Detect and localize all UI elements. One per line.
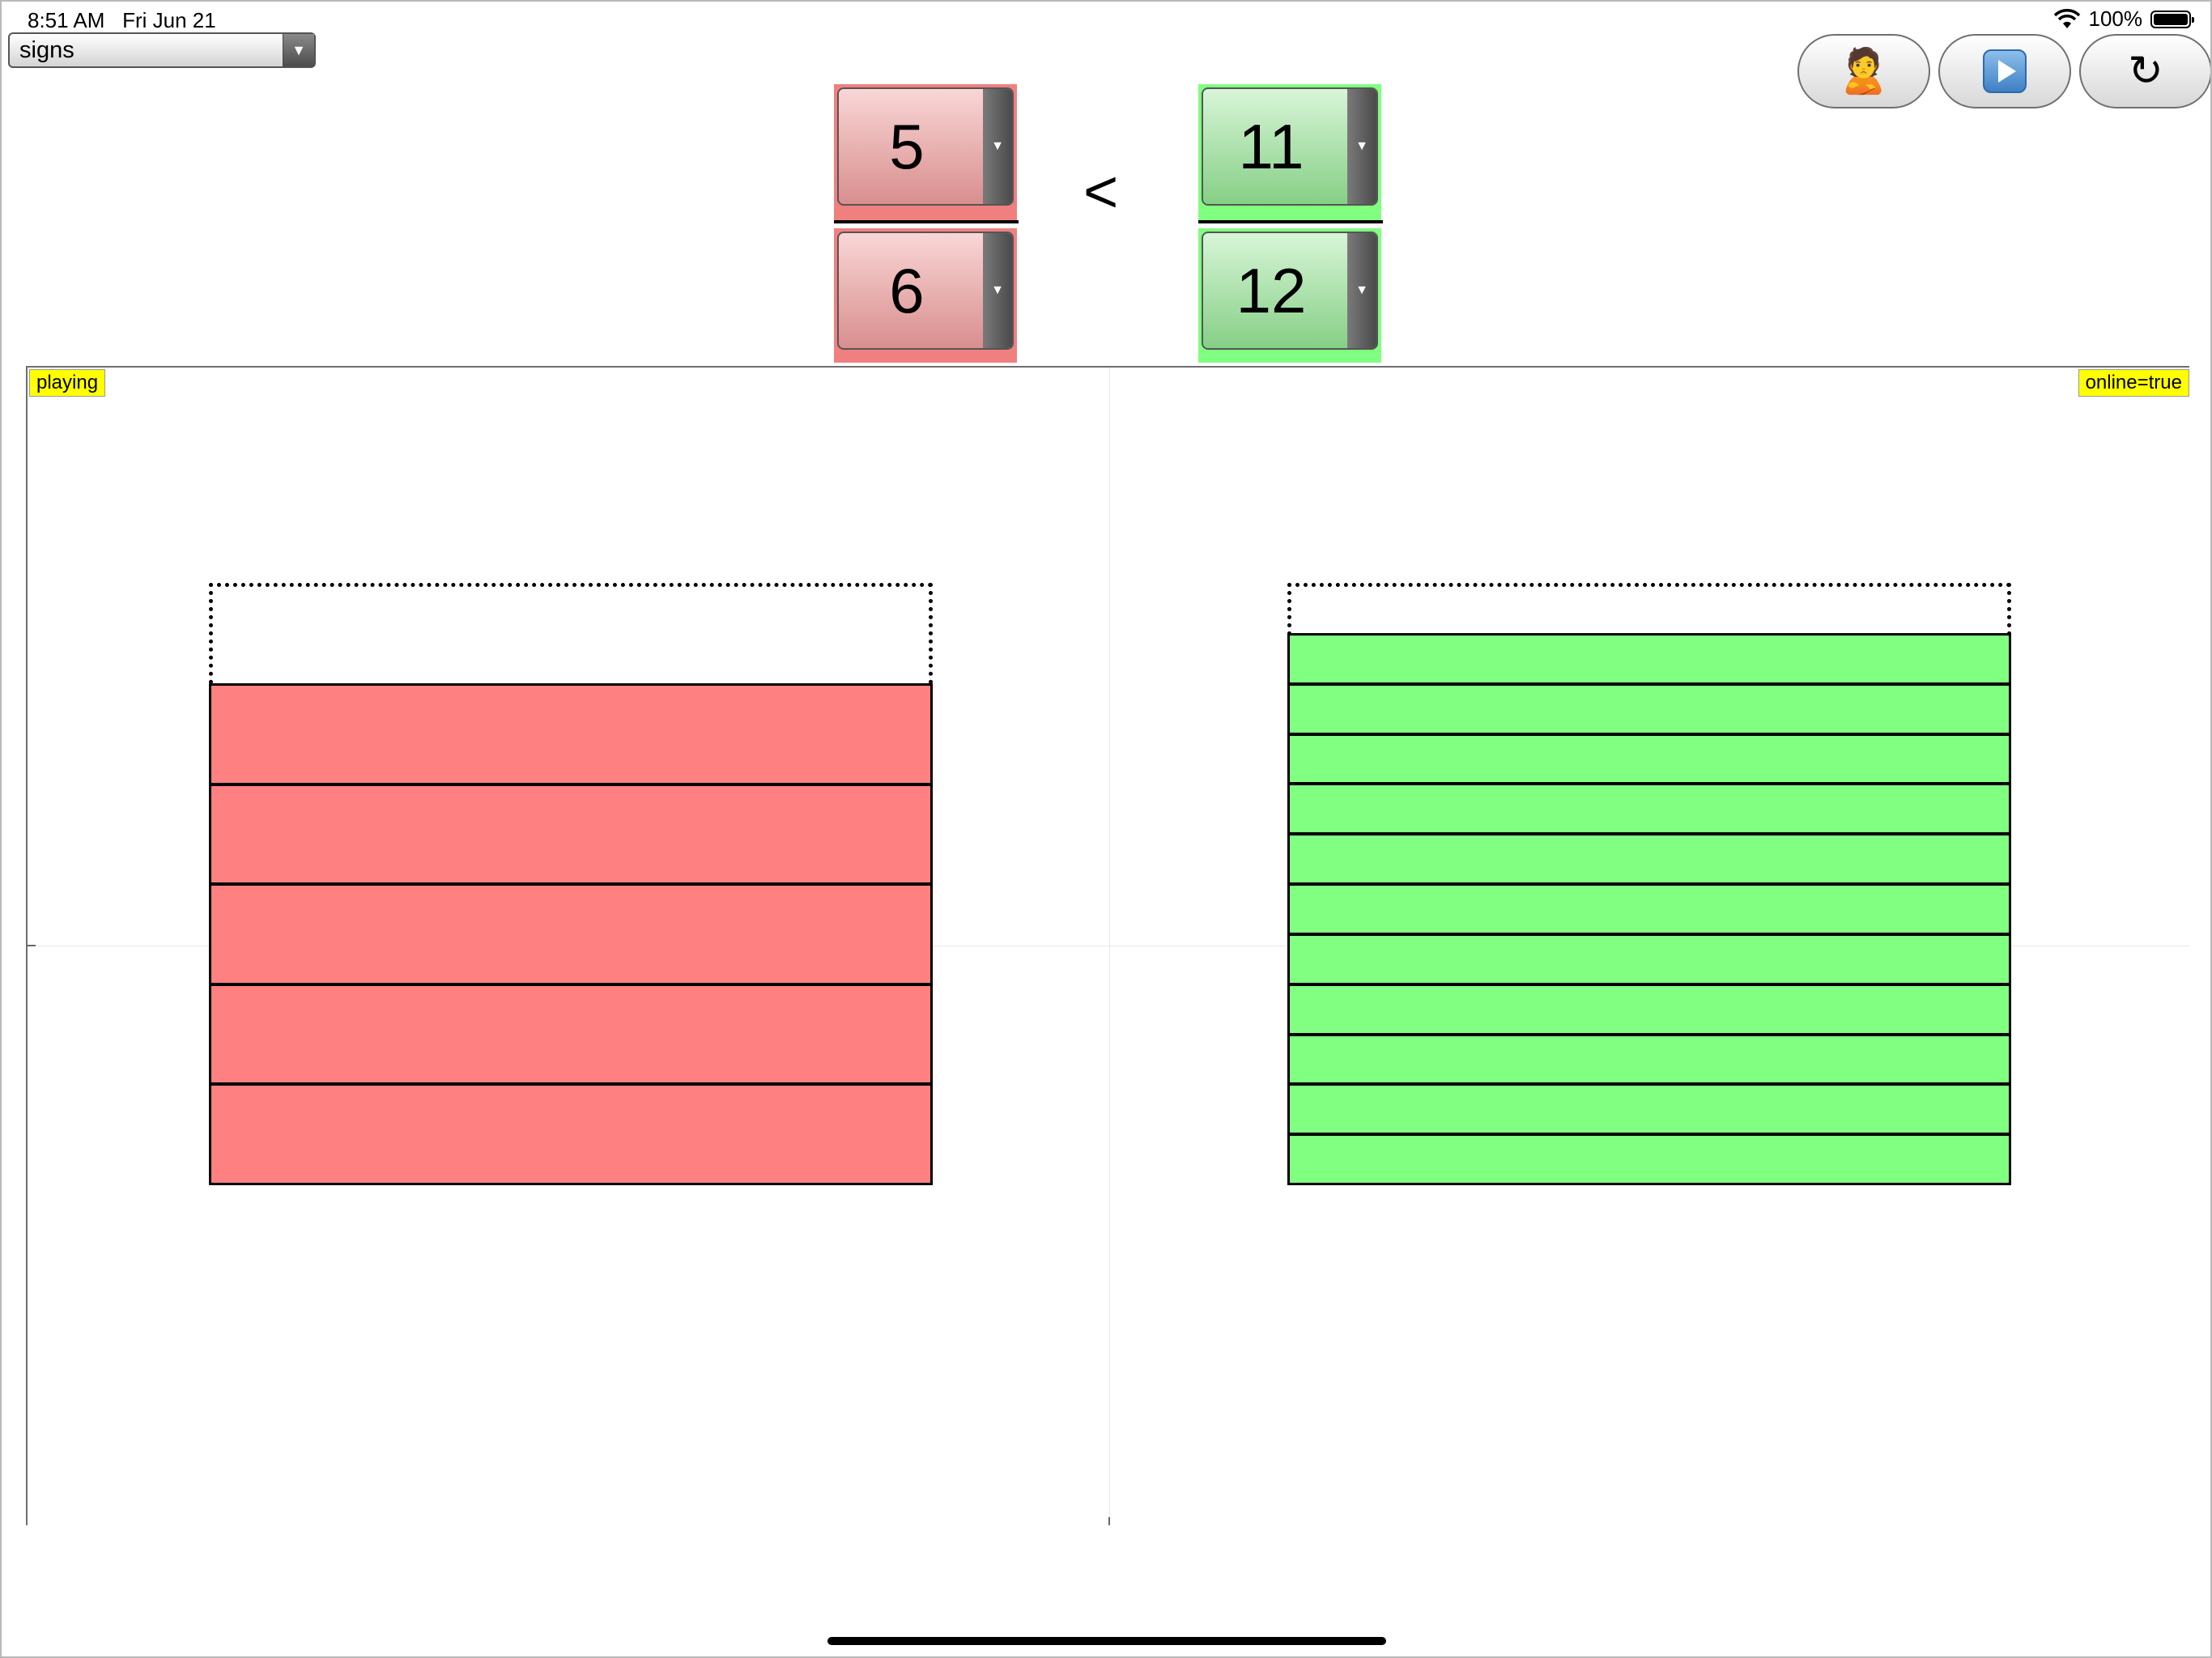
right-numerator-picker[interactable]: 11 ▼ xyxy=(1202,87,1378,206)
fraction-piece xyxy=(1290,735,2009,786)
fraction-piece xyxy=(1290,636,2009,686)
axis-tick xyxy=(28,945,36,946)
axis-tick xyxy=(1108,1517,1110,1525)
battery-icon xyxy=(2150,10,2194,28)
mode-select[interactable]: signs ▼ xyxy=(8,32,316,68)
fraction-piece xyxy=(1290,785,2009,836)
left-fraction-stack[interactable] xyxy=(209,683,933,1185)
fraction-piece xyxy=(1290,1035,2009,1086)
fraction-piece xyxy=(1290,1086,2009,1137)
status-indicators: 100% xyxy=(2053,6,2194,32)
right-fraction-stack[interactable] xyxy=(1287,633,2011,1185)
work-area: playing online=true xyxy=(26,366,2189,1525)
fraction-piece xyxy=(1290,685,2009,736)
fraction-piece xyxy=(211,1086,930,1183)
left-numerator-picker[interactable]: 5 ▼ xyxy=(837,87,1014,206)
chevron-down-icon: ▼ xyxy=(1347,233,1376,348)
reset-button[interactable]: ↻ xyxy=(2079,34,2210,108)
comparison-sign: < xyxy=(1083,158,1119,225)
left-numerator-frame: 5 ▼ xyxy=(834,84,1017,223)
chevron-down-icon: ▼ xyxy=(983,89,1012,204)
status-date: Fri Jun 21 xyxy=(122,8,216,32)
online-badge: online=true xyxy=(2078,369,2189,397)
right-denominator-value: 12 xyxy=(1236,254,1307,326)
fraction-piece xyxy=(1290,935,2009,986)
vertical-divider xyxy=(1109,368,1110,1525)
fraction-piece xyxy=(211,785,930,886)
mode-select-value: signs xyxy=(19,36,74,63)
fraction-piece xyxy=(1290,1136,2009,1183)
reset-icon: ↻ xyxy=(2128,48,2163,95)
right-denominator-frame: 12 ▼ xyxy=(1198,228,1381,363)
fraction-piece xyxy=(211,686,930,786)
fraction-piece xyxy=(1290,886,2009,936)
left-denominator-frame: 6 ▼ xyxy=(834,228,1017,363)
battery-percent: 100% xyxy=(2088,6,2143,31)
chevron-down-icon: ▼ xyxy=(1347,89,1376,204)
fraction-piece xyxy=(211,985,930,1086)
left-denominator-picker[interactable]: 6 ▼ xyxy=(837,232,1014,350)
play-button[interactable] xyxy=(1938,34,2071,108)
home-indicator[interactable] xyxy=(827,1637,1386,1645)
helper-button[interactable]: 🙎 xyxy=(1797,34,1930,108)
person-icon: 🙎 xyxy=(1836,46,1891,96)
left-denominator-value: 6 xyxy=(889,254,925,326)
right-denominator-picker[interactable]: 12 ▼ xyxy=(1202,232,1378,350)
status-time: 8:51 AM Fri Jun 21 xyxy=(28,8,216,33)
left-fraction-bar xyxy=(834,220,1019,223)
chevron-down-icon: ▼ xyxy=(983,233,1012,348)
play-icon xyxy=(1983,49,2027,93)
status-clock: 8:51 AM xyxy=(28,8,105,32)
right-numerator-value: 11 xyxy=(1238,110,1304,182)
fraction-piece xyxy=(1290,835,2009,886)
chevron-down-icon: ▼ xyxy=(283,34,314,66)
right-fraction-bar xyxy=(1198,220,1383,223)
left-numerator-value: 5 xyxy=(889,110,925,182)
state-badge: playing xyxy=(29,369,106,397)
wifi-icon xyxy=(2053,8,2080,28)
right-numerator-frame: 11 ▼ xyxy=(1198,84,1381,223)
fraction-piece xyxy=(211,886,930,986)
fraction-piece xyxy=(1290,985,2009,1036)
